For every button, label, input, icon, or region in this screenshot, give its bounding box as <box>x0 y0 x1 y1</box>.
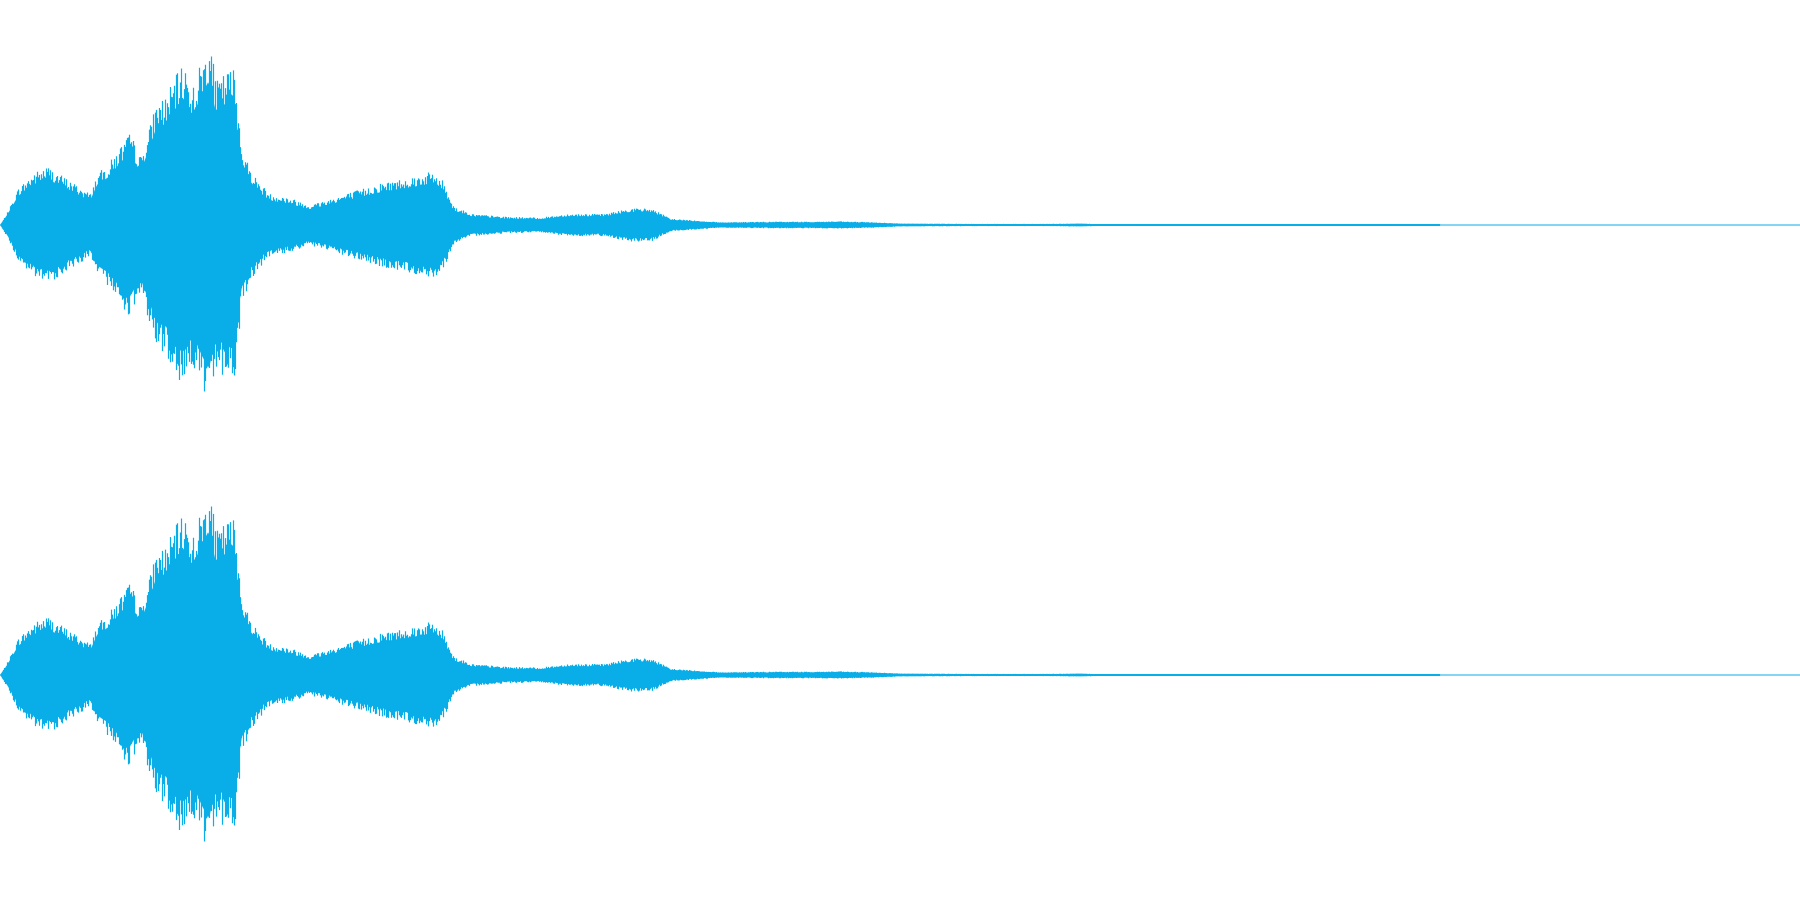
waveform-envelope <box>0 82 1800 368</box>
waveform-envelope <box>0 532 1800 818</box>
channel-left-waveform <box>0 56 1800 392</box>
channel-right-waveform <box>0 506 1800 842</box>
